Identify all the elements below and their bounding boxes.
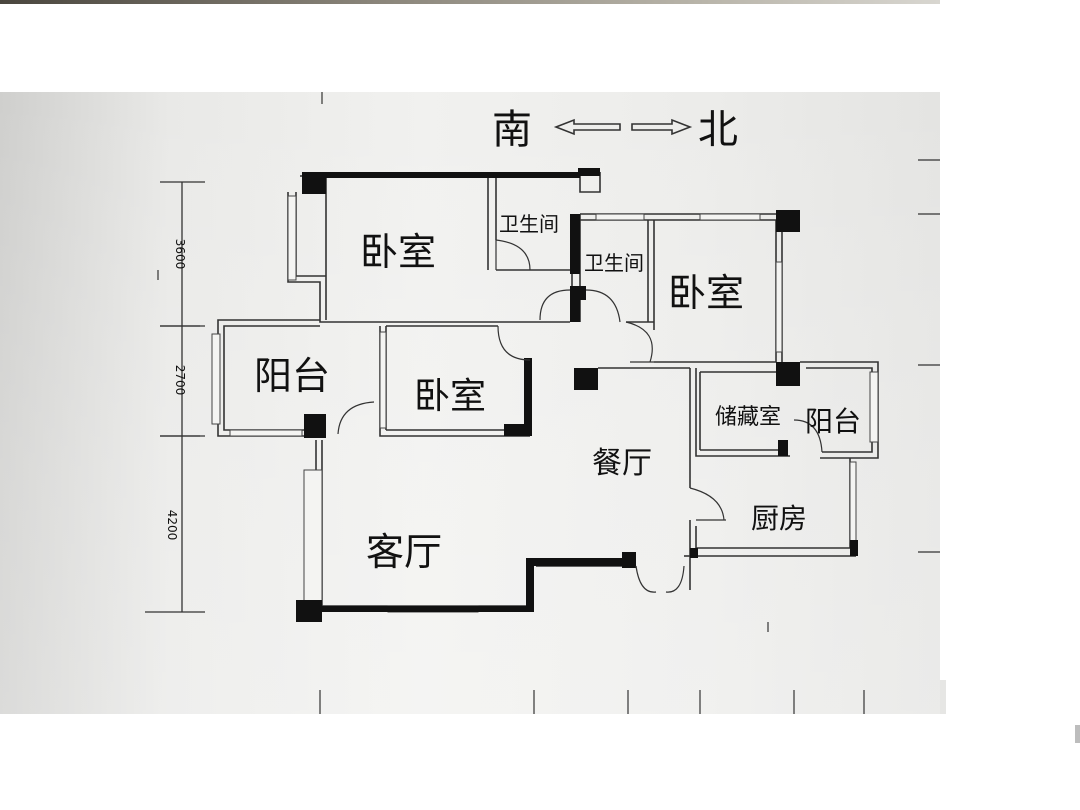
- room-label-kitchen: 厨房: [751, 502, 807, 535]
- compass-north: 北: [698, 107, 738, 153]
- room-label-bathroom-2: 卫生间: [584, 251, 644, 275]
- compass-south: 南: [492, 107, 532, 153]
- room-label-living: 客厅: [366, 530, 442, 574]
- room-label-storage: 储藏室: [715, 405, 781, 430]
- dimension-4200: 4200: [165, 510, 179, 541]
- room-label-bedroom-small: 卧室: [414, 376, 486, 417]
- windows: [211, 195, 879, 613]
- room-label-bedroom-north: 卧室: [668, 271, 744, 315]
- corner-mark: [1075, 725, 1080, 743]
- room-label-bedroom-main: 卧室: [360, 230, 436, 274]
- room-label-balcony-south: 阳台: [254, 354, 330, 398]
- dimension-3600: 3600: [173, 239, 187, 270]
- edge-ticks: [157, 92, 940, 714]
- room-label-dining: 餐厅: [592, 446, 652, 481]
- photo-edge: [940, 680, 946, 714]
- dimension-2700: 2700: [173, 365, 187, 396]
- dimension-line: [145, 181, 205, 613]
- thick-walls: [296, 168, 858, 622]
- door-swings: [337, 239, 823, 593]
- room-label-bathroom-1: 卫生间: [499, 212, 559, 236]
- compass-arrows: [553, 118, 693, 136]
- top-edge-strip: [0, 0, 940, 4]
- room-label-balcony-north: 阳台: [805, 405, 861, 438]
